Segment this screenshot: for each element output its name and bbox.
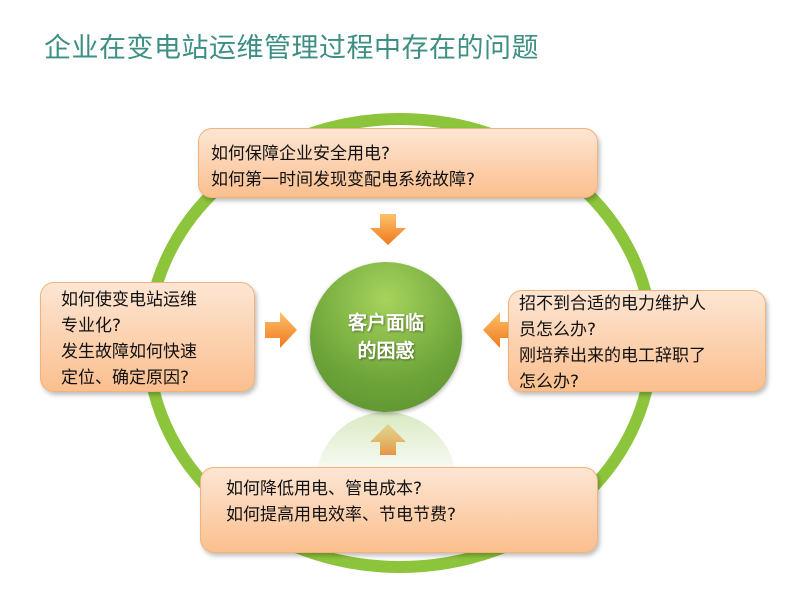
box-text: 怎么办?: [519, 372, 580, 392]
box-right: 招不到合适的电力维护人 员怎么办? 刚培养出来的电工辞职了 怎么办?: [508, 290, 766, 392]
box-text: 定位、确定原因?: [61, 368, 190, 388]
box-text: 员怎么办?: [519, 320, 597, 340]
box-top: 如何保障企业安全用电? 如何第一时间发现变配电系统故障?: [198, 128, 598, 198]
center-line-2: 的困惑: [357, 340, 415, 362]
arrow-down-icon: [370, 214, 406, 245]
box-text: 如何第一时间发现变配电系统故障?: [211, 170, 476, 190]
box-bottom: 如何降低用电、管电成本? 如何提高用电效率、节电节费?: [200, 467, 598, 553]
box-text: 专业化?: [61, 316, 122, 336]
box-text: 如何降低用电、管电成本?: [226, 479, 423, 499]
arrow-right-icon: [265, 312, 297, 348]
box-text: 刚培养出来的电工辞职了: [519, 346, 706, 366]
slide-title: 企业在变电站运维管理过程中存在的问题: [44, 33, 539, 64]
box-text: 招不到合适的电力维护人: [519, 294, 706, 314]
box-text: 如何使变电站运维: [61, 290, 197, 310]
box-left: 如何使变电站运维 专业化? 发生故障如何快速 定位、确定原因?: [40, 282, 255, 392]
center-line-1: 客户面临: [347, 312, 424, 334]
center-circle: 客户面临 的困惑: [310, 262, 462, 412]
box-text: 如何提高用电效率、节电节费?: [226, 505, 457, 525]
box-text: 发生故障如何快速: [61, 342, 197, 362]
box-text: 如何保障企业安全用电?: [211, 144, 391, 164]
arrow-left-icon: [483, 312, 515, 348]
